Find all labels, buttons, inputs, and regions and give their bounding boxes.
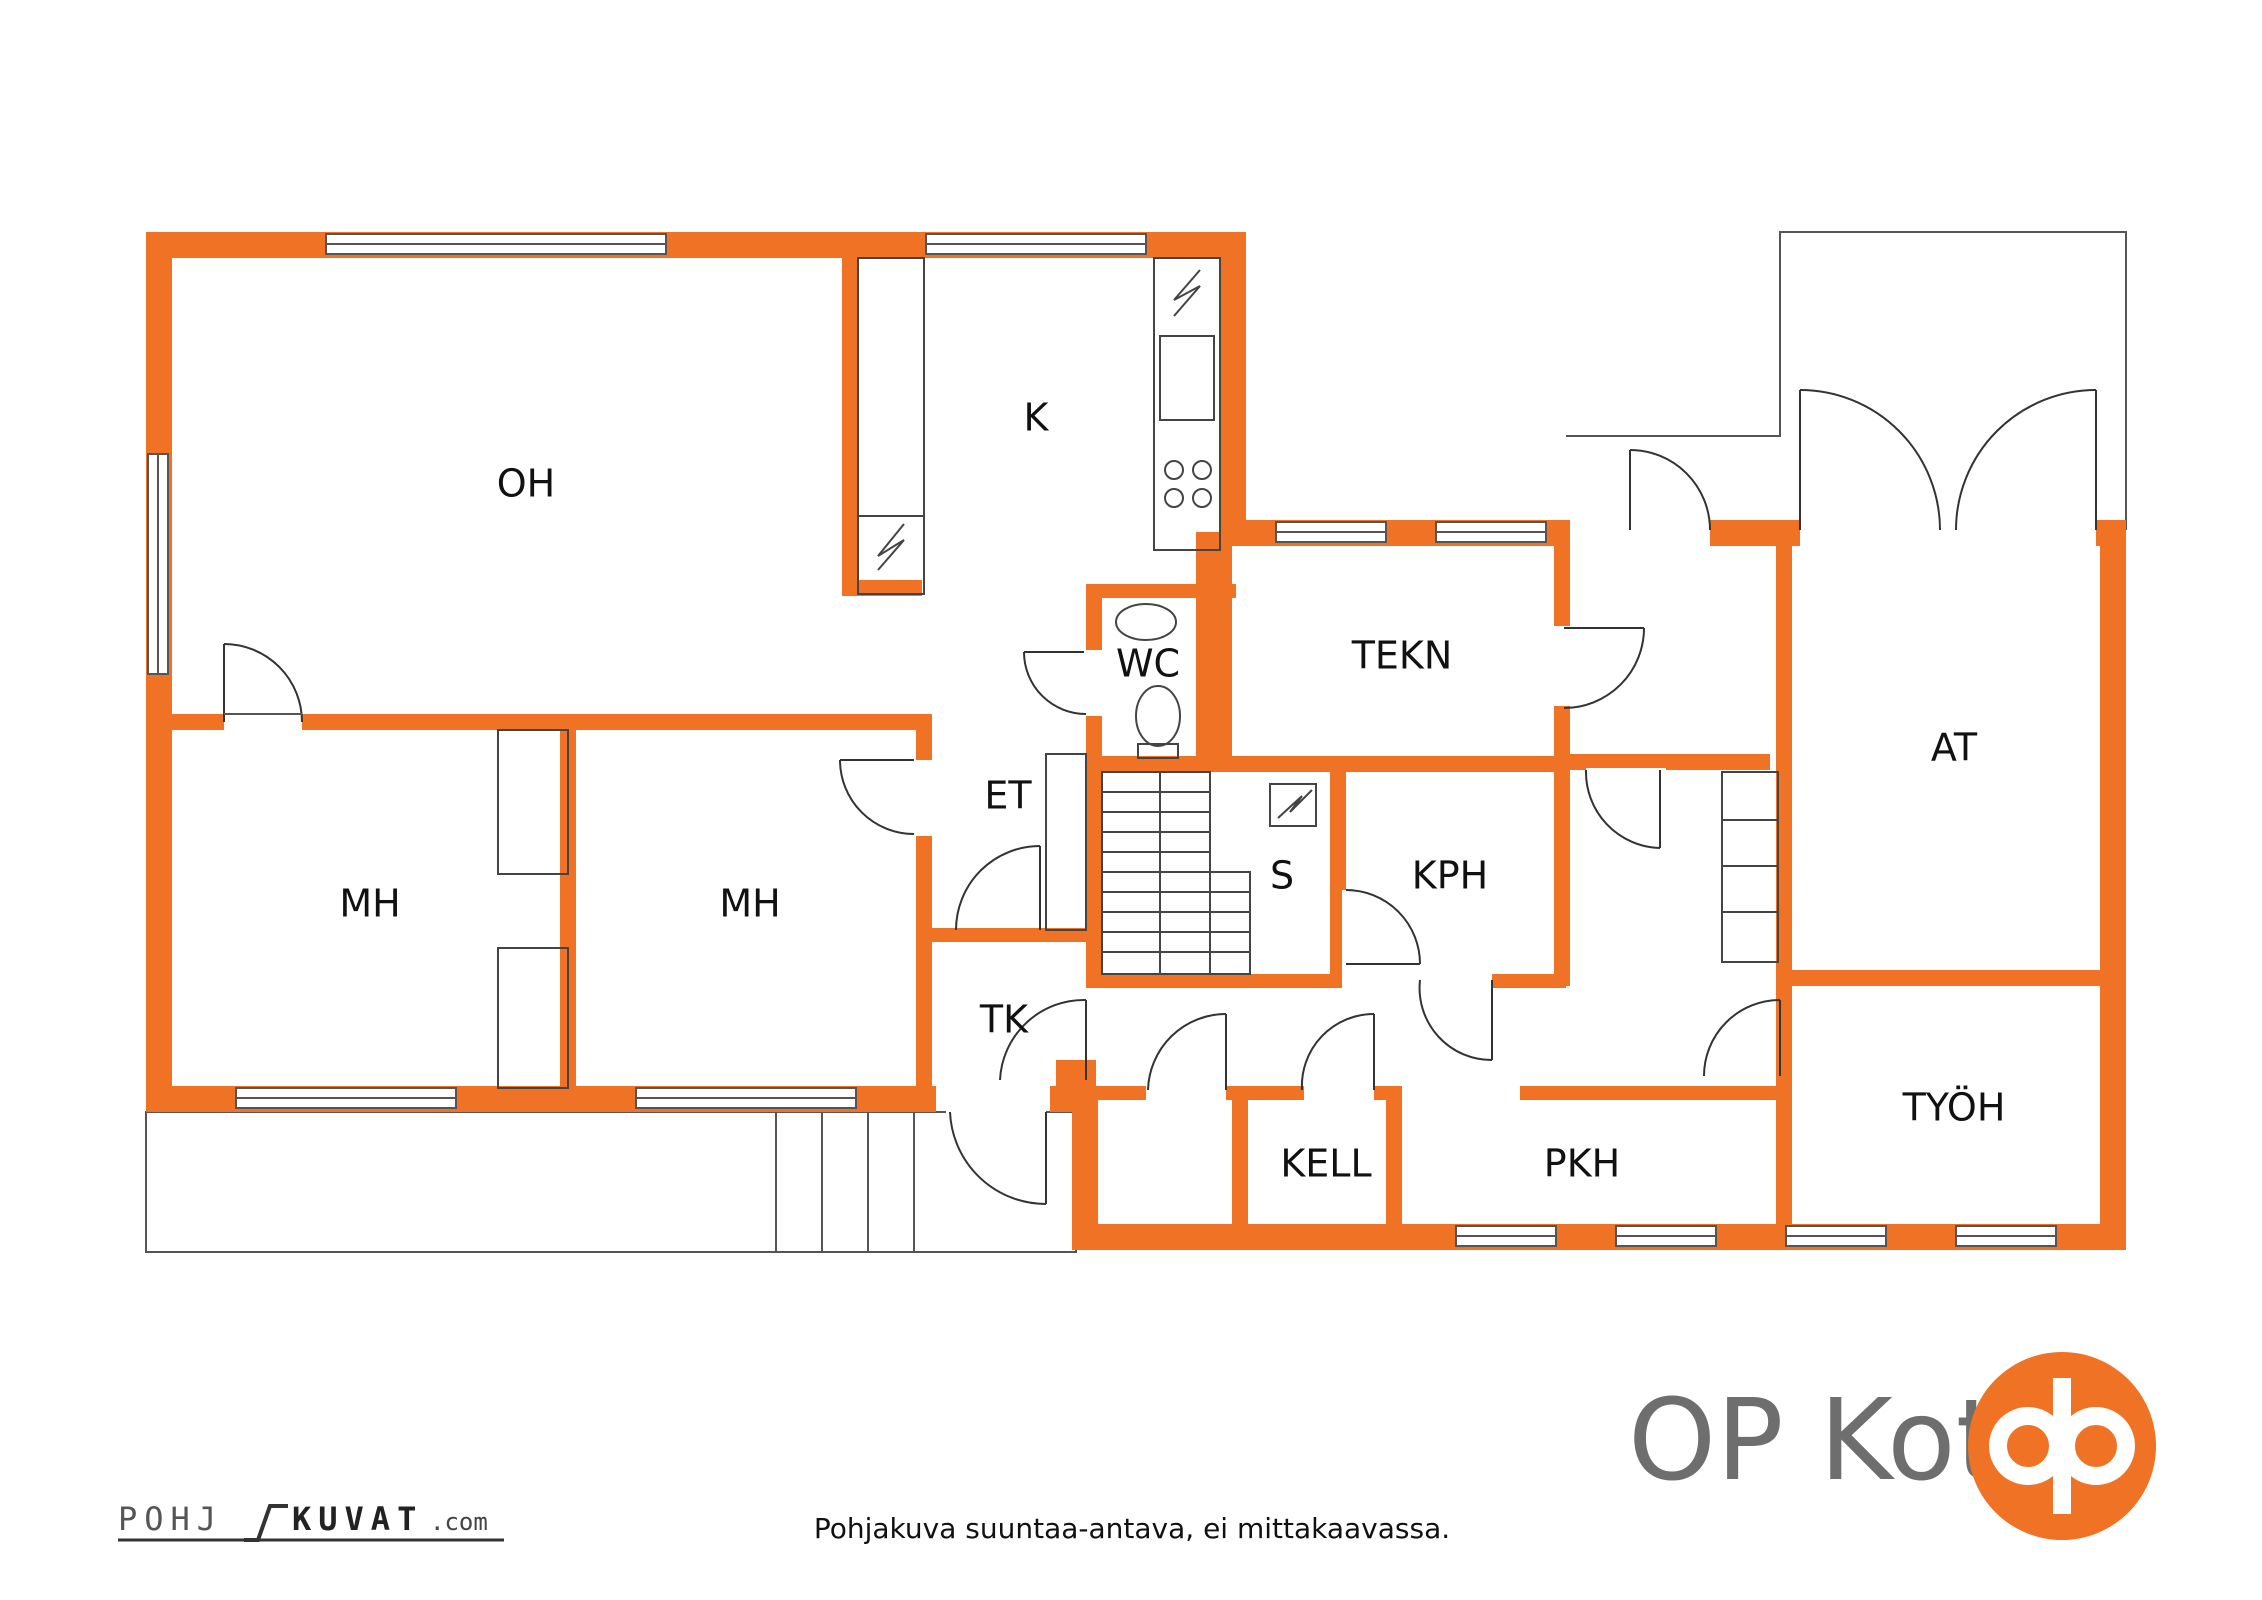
kitchen-counter-right (1153, 257, 1221, 551)
room-labels: OH K WC TEKN AT ET S KPH MH MH TK KELL P… (339, 396, 2005, 1186)
pohjakuvat-logo: POHJ KUVAT .com (118, 1500, 504, 1542)
wardrobe (497, 729, 569, 875)
back-porch (1566, 231, 2127, 530)
toilet-icon (1135, 685, 1181, 747)
room-label-mh-1: MH (339, 882, 400, 926)
room-label-s: S (1270, 854, 1294, 898)
room-label-tyoh: TYÖH (1902, 1086, 2006, 1130)
logo-ramp-icon (244, 1504, 288, 1542)
kitchen-fixtures (497, 257, 1779, 1089)
doors (223, 389, 2097, 1206)
room-label-mh-2: MH (719, 882, 780, 926)
room-label-k: K (1024, 396, 1050, 440)
room-label-wc: WC (1116, 642, 1180, 686)
logo-part-2: KUVAT (292, 1500, 423, 1538)
logo-part-1: POHJ (118, 1500, 223, 1538)
staircase (1101, 771, 1251, 975)
room-label-kell: KELL (1280, 1142, 1371, 1186)
windows (147, 233, 2057, 1247)
room-label-tekn: TEKN (1351, 634, 1453, 678)
room-label-kph: KPH (1412, 854, 1488, 898)
room-label-et: ET (984, 774, 1032, 818)
stove-icon (1164, 460, 1184, 480)
front-terrace (145, 1111, 1077, 1253)
room-label-oh: OH (497, 462, 555, 506)
room-label-pkh: PKH (1544, 1142, 1620, 1186)
sauna-stove-icon (1269, 783, 1317, 827)
logo-suffix: .com (430, 1508, 488, 1536)
room-label-at: AT (1931, 726, 1978, 770)
brand: OP Koti (1628, 1352, 2156, 1540)
op-logo-icon (1968, 1352, 2156, 1540)
room-label-tk: TK (979, 998, 1029, 1042)
disclaimer-caption: Pohjakuva suuntaa-antava, ei mittakaavas… (814, 1512, 1450, 1545)
brand-name: OP Koti (1628, 1376, 2031, 1506)
sink-icon (1159, 335, 1215, 421)
washbasin-icon (1115, 603, 1177, 641)
kitchen-cabinet-left (857, 257, 925, 517)
